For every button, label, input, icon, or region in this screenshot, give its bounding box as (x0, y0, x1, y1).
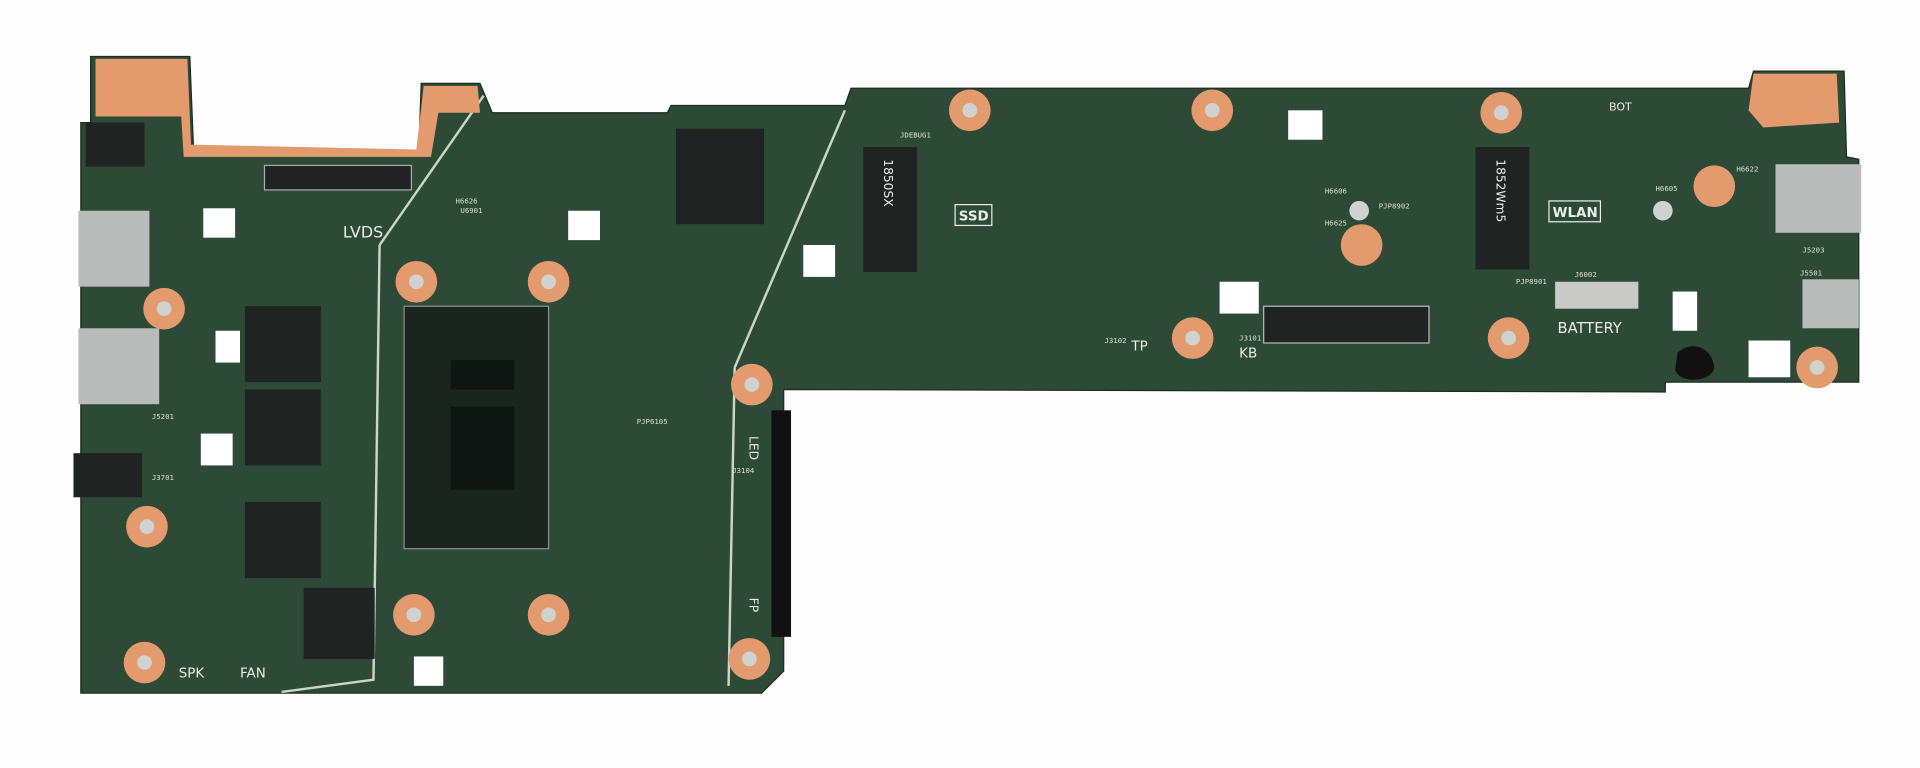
cpu-die-small (450, 360, 515, 390)
label-lvds: LVDS (343, 223, 383, 242)
silk-j3102: J3102 (1104, 336, 1126, 345)
silk-h6626: H6626 (456, 196, 478, 205)
silk-u6901: U6901 (460, 206, 482, 215)
board-divider-line (733, 109, 847, 368)
board-divider-line (281, 245, 381, 694)
silk-j5201: J5201 (152, 412, 174, 421)
lvds-connector (263, 164, 413, 191)
ssd-connector (863, 147, 918, 272)
micro-usb-port (1802, 279, 1859, 329)
silk-j6002: J6002 (1575, 270, 1597, 279)
label-ssd: SSD (959, 210, 989, 225)
keyboard-connector (1263, 305, 1430, 344)
label-spk: SPK (179, 666, 206, 681)
silk-h6625: H6625 (1325, 218, 1347, 227)
usb-a-port-left (78, 328, 160, 405)
silk-h6605: H6605 (1656, 184, 1678, 193)
label-wlan: WLAN (1553, 206, 1598, 221)
silk-j5203: J5203 (1802, 245, 1824, 254)
ssd-label-box (954, 204, 993, 227)
silk-h6606: H6606 (1325, 187, 1347, 196)
cpu-die (450, 406, 515, 490)
usb-a-port-right (1775, 164, 1862, 233)
black-marker-blot (1675, 346, 1715, 380)
white-stickers (200, 110, 1791, 686)
side-bracket (771, 410, 792, 637)
label-fan: FAN (240, 666, 266, 681)
label-battery: BATTERY (1558, 320, 1622, 337)
silk-j3701: J3701 (152, 473, 174, 482)
silk-jdebug: JDEBUG1 (900, 130, 931, 139)
board-divider-line (378, 94, 485, 246)
label-led: LED (746, 436, 760, 460)
copper-flap-left (95, 58, 481, 157)
audio-jack (73, 453, 143, 498)
wlan-connector (1475, 147, 1530, 270)
label-kb: KB (1239, 347, 1257, 362)
screw-holes (137, 102, 1825, 670)
copper-flap-right (1748, 73, 1840, 128)
silk-pjp8902: PJP8902 (1379, 201, 1410, 210)
label-bot: BOT (1609, 100, 1632, 113)
silk-pjp8901: PJP8901 (1516, 277, 1547, 286)
usb-c-port (78, 210, 150, 287)
silk-h6622: H6622 (1736, 165, 1758, 174)
board-divider-line (727, 367, 736, 686)
silk-pjp6105: PJP6105 (637, 417, 668, 426)
ssd-chip-text: 1850SX (881, 159, 895, 206)
battery-connector (1555, 281, 1639, 309)
label-tp: TP (1130, 339, 1147, 354)
power-jack (85, 122, 145, 167)
wlan-chip-text: 1852Wm5 (1493, 159, 1507, 222)
label-fp: FP (746, 598, 760, 612)
silk-j5501: J5501 (1800, 269, 1822, 278)
wlan-label-box (1548, 200, 1602, 223)
memory-chips (244, 128, 765, 659)
silk-j3104: J3104 (732, 466, 755, 475)
silk-j3101: J3101 (1239, 334, 1261, 343)
